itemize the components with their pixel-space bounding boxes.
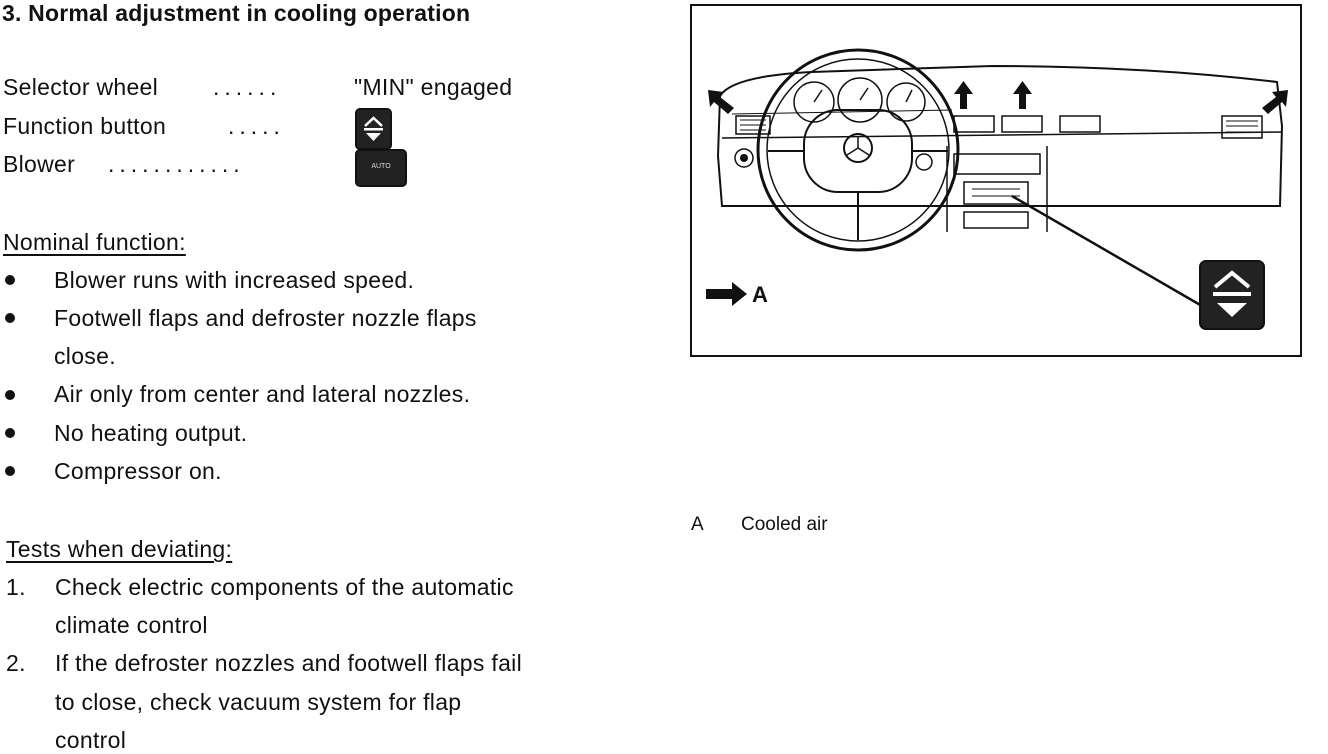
nominal-item-3: Air only from center and lateral nozzles… — [54, 381, 471, 407]
test-1-line-1: Check electric components of the automat… — [55, 574, 514, 600]
test-2-line-3: control — [55, 727, 127, 753]
setting-function-button-label: Function button — [3, 113, 167, 139]
caption-key: A — [691, 514, 704, 535]
defrost-function-button-icon — [355, 108, 392, 150]
setting-blower-label: Blower — [3, 151, 76, 177]
nominal-item-2-cont: close. — [54, 343, 116, 369]
auto-button-text: AUTO — [371, 163, 391, 170]
setting-selector-wheel-value: "MIN" engaged — [354, 74, 513, 100]
defrost-function-button-icon — [1199, 260, 1265, 330]
legend-marker-a: A — [752, 282, 768, 307]
nominal-item-4: No heating output. — [54, 420, 248, 446]
bullet-icon — [5, 313, 15, 323]
setting-function-button-dots: ..... — [228, 113, 285, 139]
test-2-line-1: If the defroster nozzles and footwell fl… — [55, 650, 522, 676]
bullet-icon — [5, 428, 15, 438]
nominal-function-heading: Nominal function: — [3, 229, 186, 255]
tests-heading: Tests when deviating: — [6, 536, 233, 562]
arrow-right-icon — [706, 282, 748, 311]
nominal-item-2: Footwell flaps and defroster nozzle flap… — [54, 305, 477, 331]
test-2-line-2: to close, check vacuum system for flap — [55, 689, 462, 715]
bullet-icon — [5, 466, 15, 476]
nominal-item-1: Blower runs with increased speed. — [54, 267, 415, 293]
setting-blower-dots: ............ — [108, 151, 245, 177]
nominal-item-5: Compressor on. — [54, 458, 222, 484]
test-number-1: 1. — [6, 574, 26, 600]
section-title: 3. Normal adjustment in cooling operatio… — [2, 0, 471, 26]
auto-button-icon: AUTO — [355, 149, 407, 187]
bullet-icon — [5, 275, 15, 285]
setting-selector-wheel-dots: ...... — [213, 74, 282, 100]
caption-text: Cooled air — [741, 514, 828, 535]
dashboard-drawing — [708, 48, 1288, 308]
dashboard-illustration: A — [690, 4, 1302, 357]
bullet-icon — [5, 390, 15, 400]
test-number-2: 2. — [6, 650, 26, 676]
setting-selector-wheel-label: Selector wheel — [3, 74, 159, 100]
test-1-line-2: climate control — [55, 612, 208, 638]
